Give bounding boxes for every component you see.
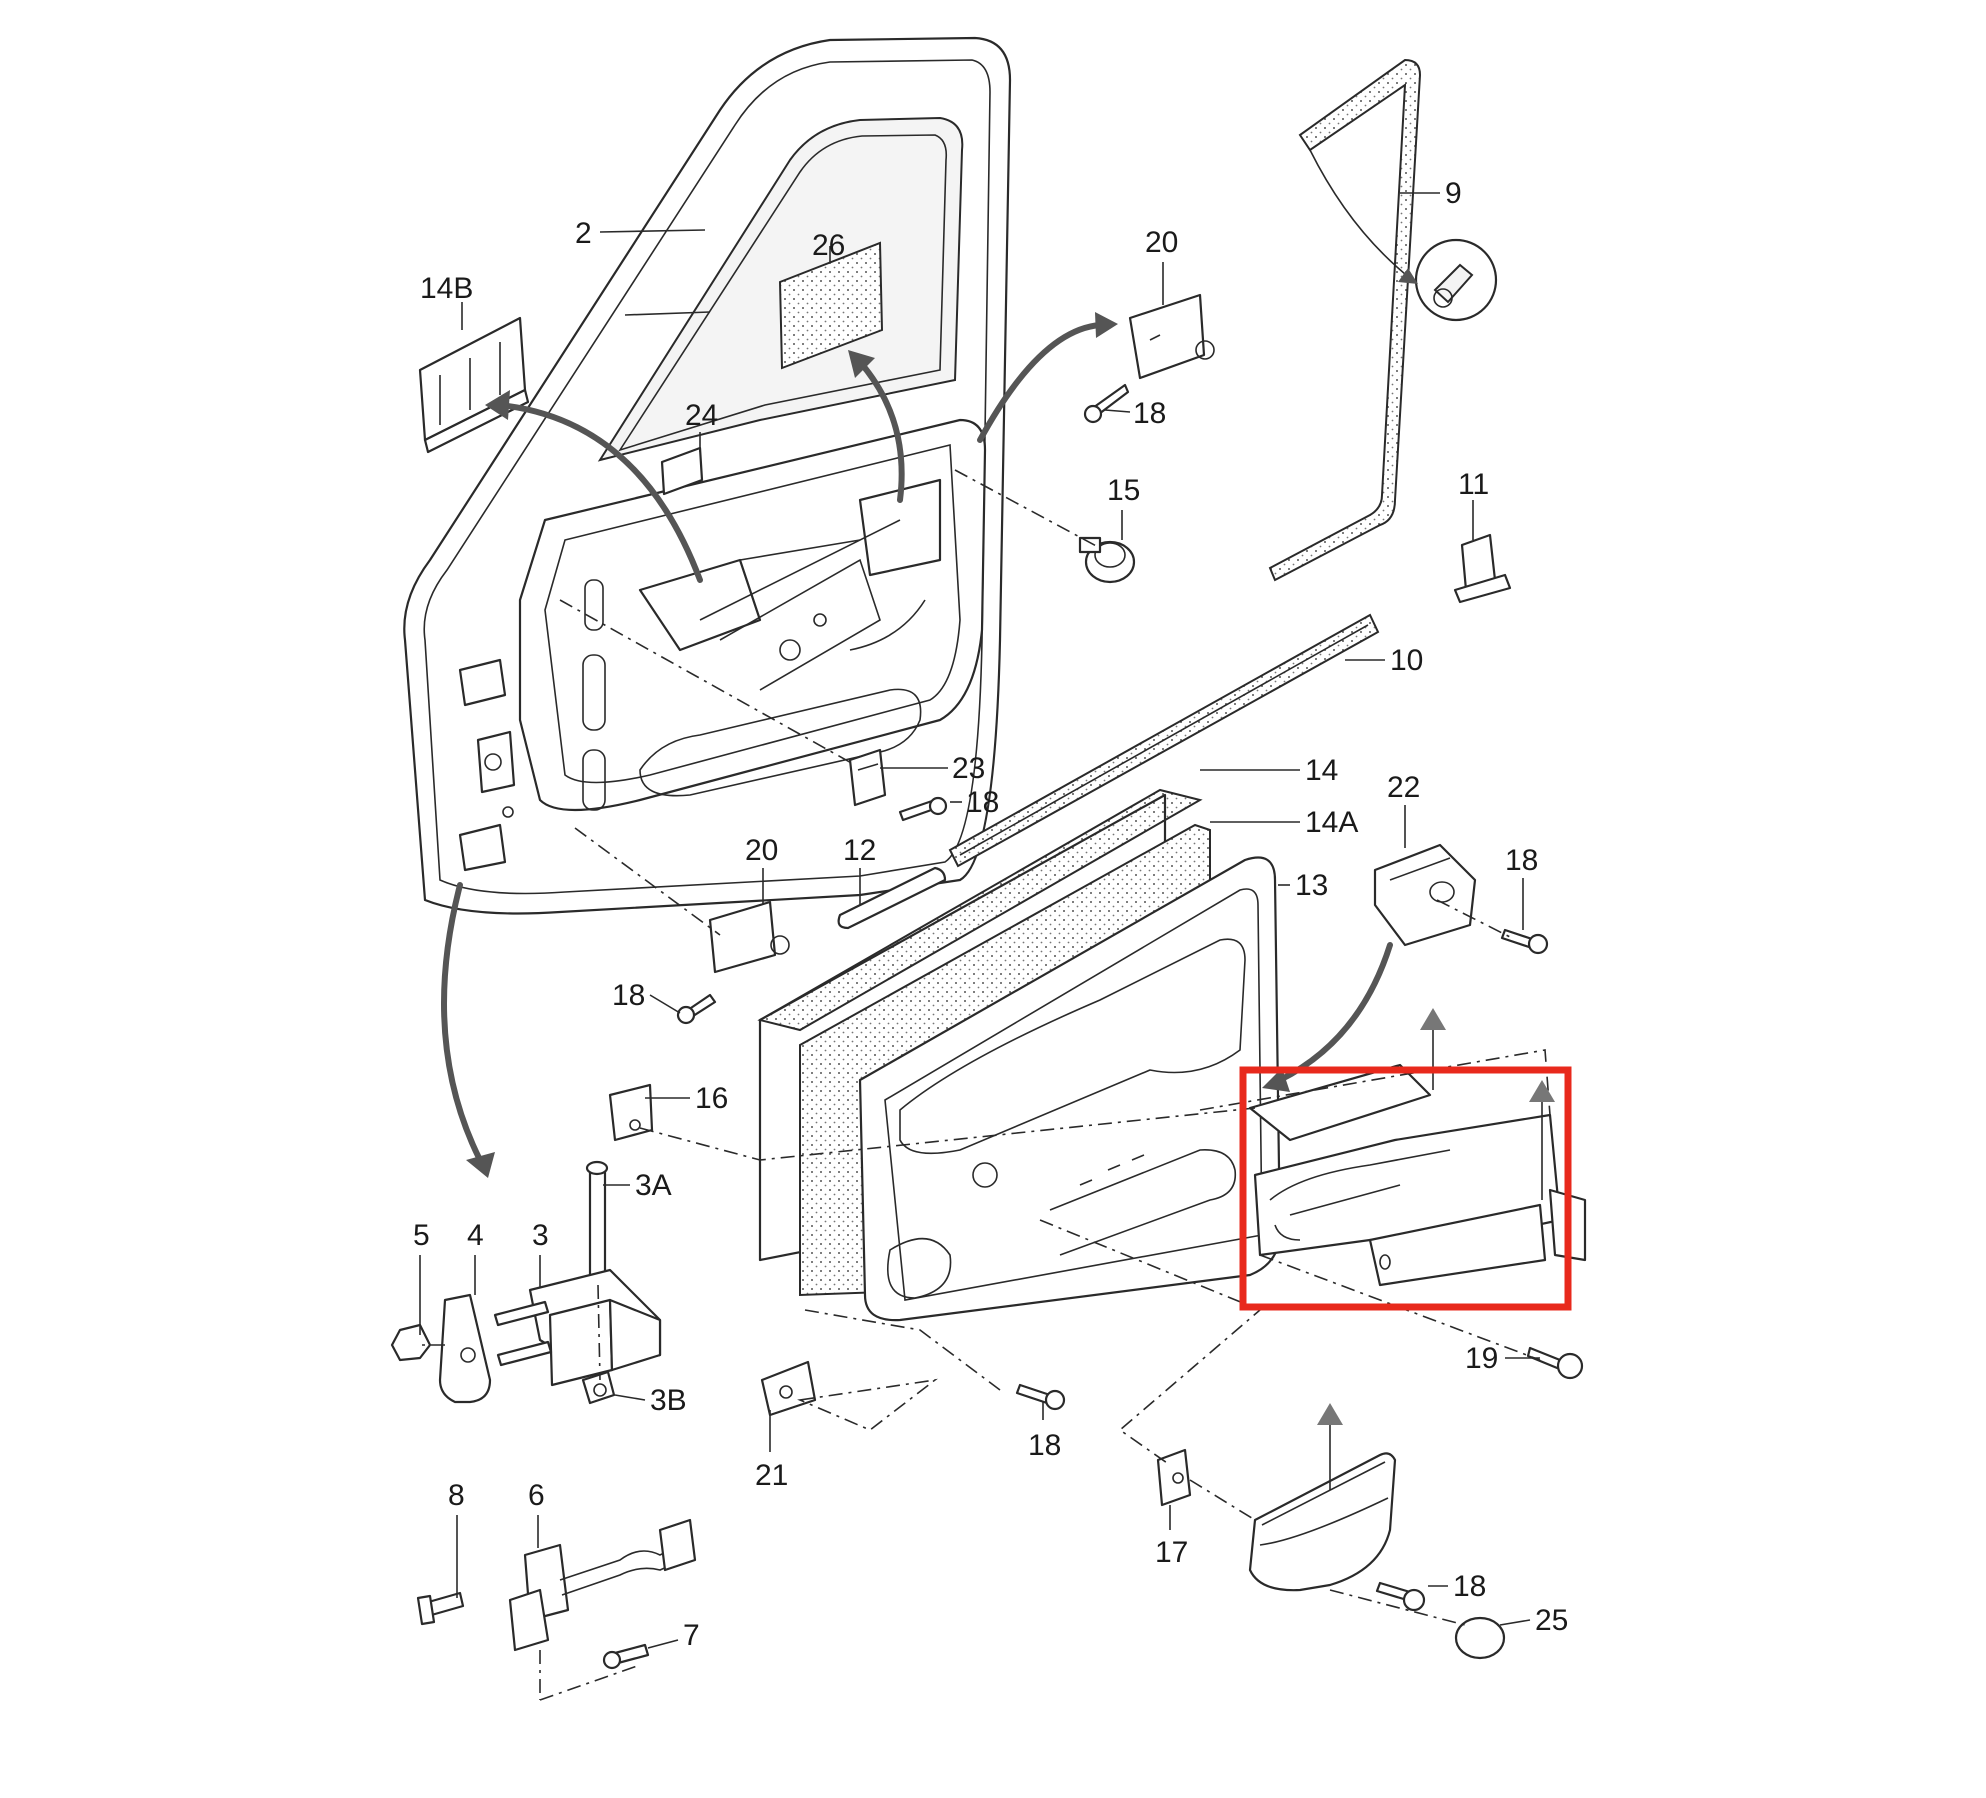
callout-10: 10 xyxy=(1390,644,1423,677)
callout-20-top: 20 xyxy=(1145,226,1178,259)
callout-22: 22 xyxy=(1387,771,1420,804)
callout-17: 17 xyxy=(1155,1536,1188,1569)
clip-17 xyxy=(1156,1448,1192,1507)
handle-housing-22 xyxy=(1373,843,1477,947)
door-shell xyxy=(403,36,1012,915)
callout-20-lower: 20 xyxy=(745,834,778,867)
leader-lines xyxy=(419,192,1540,1649)
armrest-cover xyxy=(1248,1452,1397,1592)
water-shield-14 xyxy=(757,788,1203,1032)
callout-2: 2 xyxy=(575,217,592,250)
direction-arrows xyxy=(441,149,1418,1178)
screw-19 xyxy=(1526,1346,1584,1380)
callout-8: 8 xyxy=(448,1479,465,1512)
screw-18-b xyxy=(898,796,948,822)
sound-pad-26 xyxy=(778,241,884,370)
screw-18-f xyxy=(1375,1581,1426,1612)
callout-18-c: 18 xyxy=(1505,844,1538,877)
callout-24: 24 xyxy=(685,399,718,432)
callout-18-top: 18 xyxy=(1133,397,1166,430)
door-trim-panel-13 xyxy=(858,856,1282,1322)
window-seal-9 xyxy=(1268,58,1498,582)
bracket-20-lower xyxy=(708,900,790,974)
callout-3b: 3B xyxy=(650,1384,687,1417)
callout-5: 5 xyxy=(413,1219,430,1252)
cap-25 xyxy=(1454,1616,1506,1660)
grommet-15 xyxy=(1078,536,1136,584)
bracket-20-top xyxy=(1128,293,1215,380)
triangle-markers xyxy=(1317,1008,1555,1490)
moulding-strip-10 xyxy=(948,613,1380,868)
callout-12: 12 xyxy=(843,834,876,867)
clip-23 xyxy=(848,748,887,807)
callout-14b: 14B xyxy=(420,272,473,305)
callout-21: 21 xyxy=(755,1459,788,1492)
callout-25: 25 xyxy=(1535,1604,1568,1637)
callout-11: 11 xyxy=(1458,468,1489,501)
screw-18-c xyxy=(1500,928,1549,955)
hinge-assembly xyxy=(390,1160,662,1405)
clip-16 xyxy=(608,1083,654,1142)
callout-14: 14 xyxy=(1305,754,1338,787)
clip-21 xyxy=(760,1360,817,1417)
screw-18-top xyxy=(1083,383,1130,424)
highlight-box xyxy=(1239,1066,1572,1311)
clip-24 xyxy=(660,446,704,496)
callout-7: 7 xyxy=(683,1619,700,1652)
callout-14a: 14A xyxy=(1305,806,1358,839)
callout-6: 6 xyxy=(528,1479,545,1512)
callout-18-b: 18 xyxy=(966,786,999,819)
screw-18-e xyxy=(1015,1383,1066,1411)
screw-18-d xyxy=(676,993,717,1025)
callout-3a: 3A xyxy=(635,1169,672,1202)
callout-18-f: 18 xyxy=(1453,1570,1486,1603)
check-strap-assembly xyxy=(416,1518,697,1670)
callout-3: 3 xyxy=(532,1219,549,1252)
callout-16: 16 xyxy=(695,1082,728,1115)
callout-labels: 2 26 14B 24 20 18 15 9 11 10 23 18 14 14… xyxy=(413,177,1568,1652)
callout-13: 13 xyxy=(1295,869,1328,902)
callout-23: 23 xyxy=(952,752,985,785)
callout-18-d: 18 xyxy=(612,979,645,1012)
clip-11 xyxy=(1453,533,1512,604)
callout-19: 19 xyxy=(1465,1342,1498,1375)
armrest-bracket-highlighted-part xyxy=(1248,1063,1587,1287)
callout-4: 4 xyxy=(467,1219,484,1252)
callout-18-e: 18 xyxy=(1028,1429,1061,1462)
callout-15: 15 xyxy=(1107,474,1140,507)
callout-26: 26 xyxy=(812,229,845,262)
callout-9: 9 xyxy=(1445,177,1462,210)
pull-handle-12 xyxy=(837,866,947,930)
